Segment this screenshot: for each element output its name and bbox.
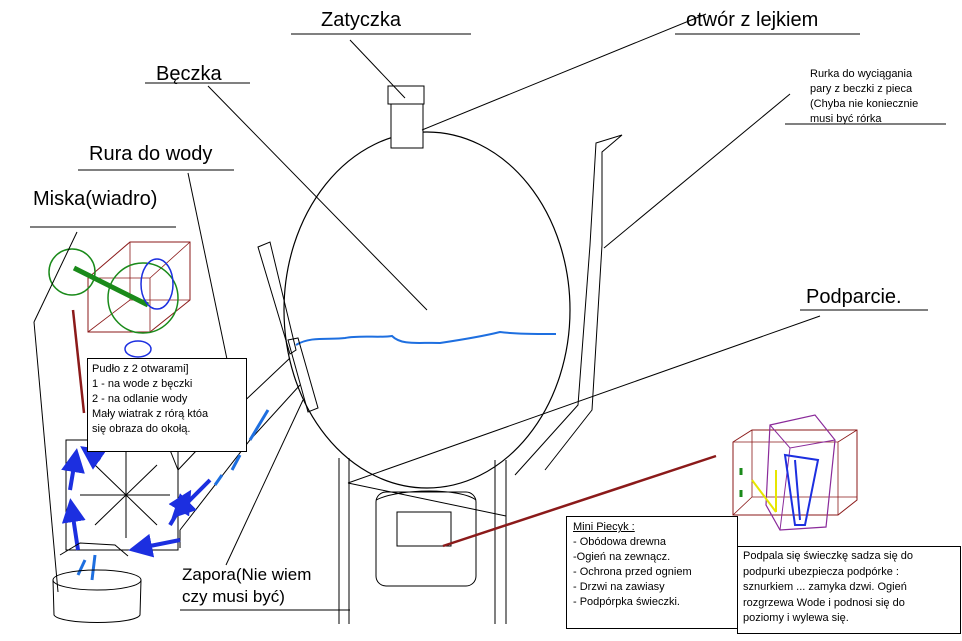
label-support: Podparcie. bbox=[806, 286, 902, 308]
stove-note-line: -Ogień na zewnącz. bbox=[573, 551, 671, 563]
label-dam-line1: Zapora(Nie wiem bbox=[182, 565, 311, 584]
leader-lines bbox=[30, 13, 946, 611]
bowl-body bbox=[52, 579, 142, 623]
tube-note-line: pary z beczki z pieca bbox=[810, 83, 913, 95]
airflow-arrows bbox=[61, 446, 212, 558]
red-rod-stove bbox=[442, 454, 717, 548]
tube-note-line: musi być rórka bbox=[810, 113, 882, 125]
funnel-under-box bbox=[59, 542, 129, 557]
box-note-line: Pudło z 2 otwarami] bbox=[92, 363, 189, 375]
steam-tube bbox=[514, 134, 623, 476]
label-funnel-hole: otwór z lejkiem bbox=[686, 9, 818, 31]
stove-note-line: - Drzwi na zawiasy bbox=[573, 581, 665, 593]
label-water-pipe: Rura do wody bbox=[89, 143, 212, 165]
box-note-line: 1 - na wode z bęczki bbox=[92, 378, 193, 390]
stove-top bbox=[375, 490, 477, 501]
candle-note-line: poziomy i wylewa się. bbox=[743, 612, 849, 624]
fan-shape bbox=[80, 452, 170, 538]
red-rod-left bbox=[71, 309, 86, 414]
stove-note-line: - Podpórpka świeczki. bbox=[573, 596, 680, 608]
candle-note-line: sznurkiem ... zamyka dzwi. Ogień bbox=[743, 581, 907, 593]
water-level-line bbox=[295, 330, 557, 346]
dam-shape bbox=[287, 337, 319, 413]
tube-note-line: (Chyba nie koniecznie bbox=[810, 98, 918, 110]
bowl-rim bbox=[52, 569, 142, 591]
fan-box-3d-sketch bbox=[48, 241, 191, 358]
label-barrel: Bęczka bbox=[156, 63, 222, 85]
stove-door bbox=[396, 511, 452, 547]
tube-note-line: Rurka do wyciągania bbox=[810, 68, 913, 80]
box-note-line: Mały wiatrak z rórą któa bbox=[92, 408, 209, 420]
stove-note: Mini Piecyk : - Obódowa drewna -Ogień na… bbox=[566, 516, 738, 629]
barrel-neck bbox=[390, 103, 424, 149]
label-plug: Zatyczka bbox=[321, 9, 402, 31]
water-pipe-shape bbox=[257, 241, 297, 355]
candle-note: Podpala się świeczkę sadza się do podpur… bbox=[737, 546, 961, 634]
candle-note-line: Podpala się świeczkę sadza się do bbox=[743, 550, 913, 562]
tube-note: Rurka do wyciągania pary z beczki z piec… bbox=[810, 68, 918, 125]
candle-holder-sketch bbox=[732, 414, 858, 531]
stove-note-line: - Obódowa drewna bbox=[573, 536, 666, 548]
water-stream bbox=[76, 409, 270, 581]
candle-note-line: rozgrzewa Wode i podnosi się do bbox=[743, 596, 905, 609]
stove-note-line: - Ochrona przed ogniem bbox=[573, 566, 692, 578]
box-note: Pudło z 2 otwarami] 1 - na wode z bęczki… bbox=[87, 358, 247, 452]
box-note-line: 2 - na odlanie wody bbox=[92, 393, 188, 405]
plug-shape bbox=[387, 85, 425, 105]
box-note-line: się obraza do okołą. bbox=[92, 423, 191, 435]
label-dam-line2: czy musi być) bbox=[182, 587, 285, 606]
stove-note-line: Mini Piecyk : bbox=[573, 521, 635, 533]
candle-note-line: podpurki ubezpiecza podpórke : bbox=[743, 565, 899, 578]
barrel-shape bbox=[283, 131, 571, 489]
label-bowl: Miska(wiadro) bbox=[33, 188, 157, 210]
